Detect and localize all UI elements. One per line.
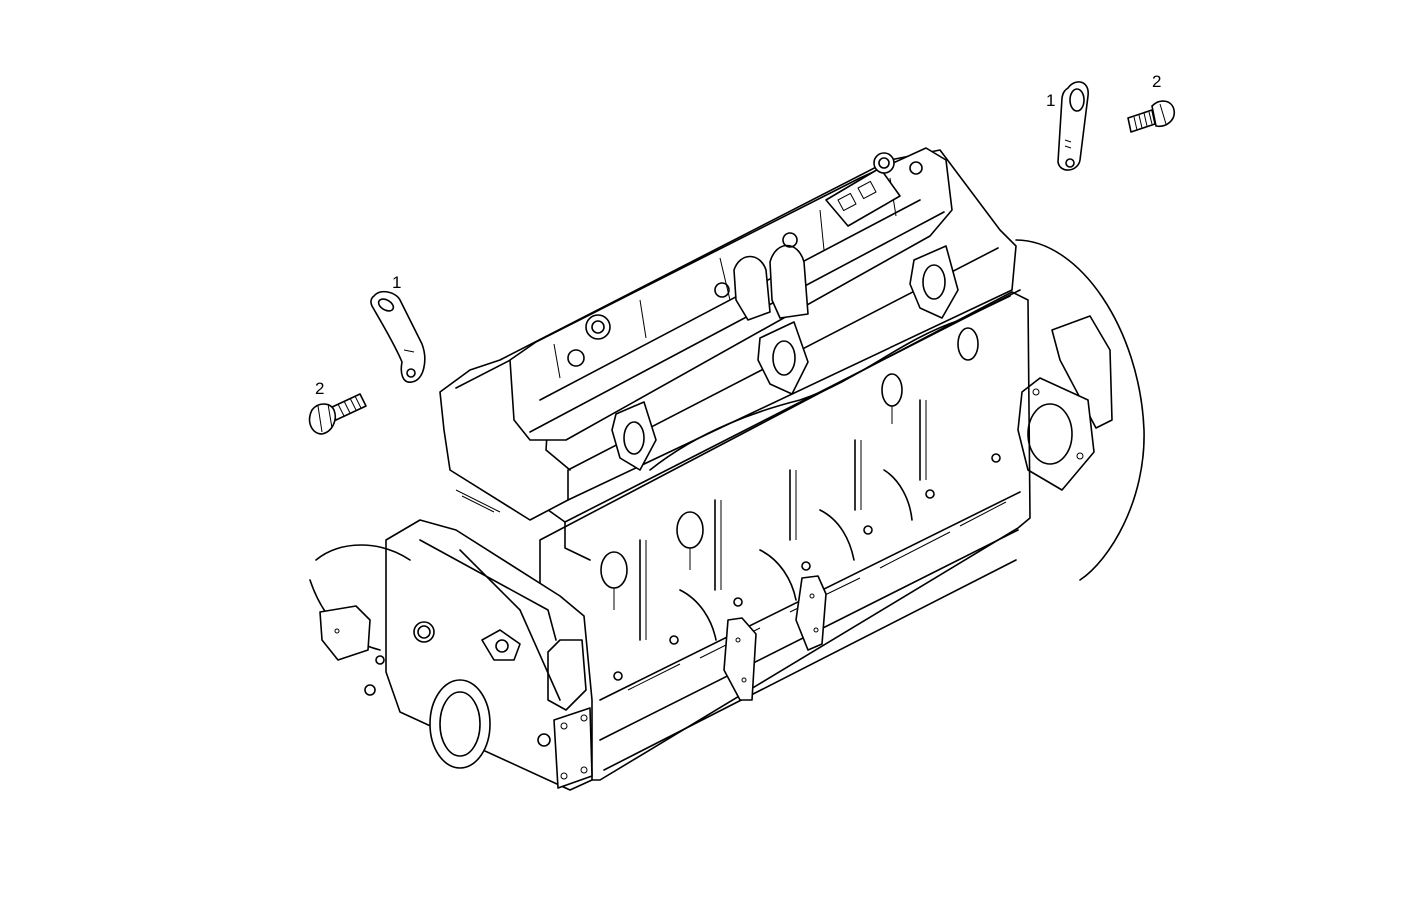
bolt-rear	[1127, 100, 1176, 133]
lifting-bracket-front	[370, 290, 426, 383]
callout-1-rear-bracket: 1	[1046, 91, 1056, 110]
bolt-front	[308, 393, 367, 435]
lifting-bracket-rear	[1057, 81, 1089, 171]
engine-block	[309, 147, 1145, 791]
callout-1-front-bracket: 1	[392, 273, 402, 292]
callout-2-front-bolt: 2	[315, 379, 325, 398]
callout-2-rear-bolt: 2	[1152, 72, 1162, 91]
